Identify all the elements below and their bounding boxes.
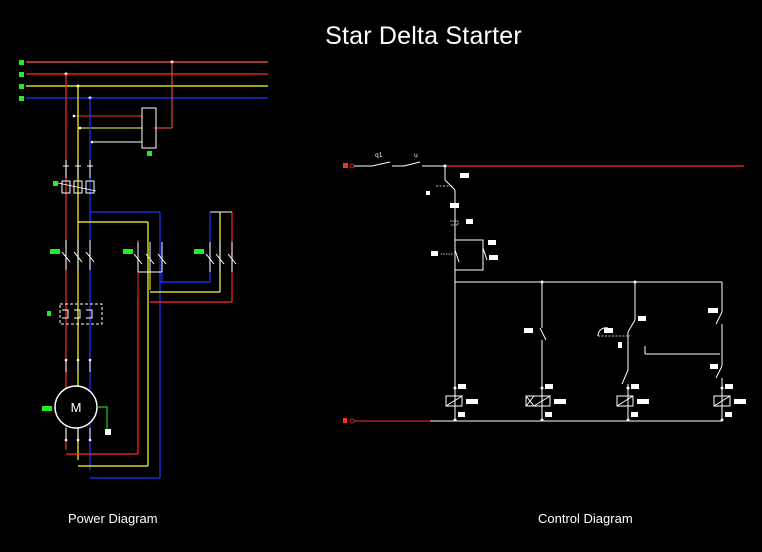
power-diagram-caption: Power Diagram	[68, 511, 158, 526]
fuse-icon	[53, 180, 97, 194]
control-diagram: q1 u	[343, 152, 746, 424]
motor-icon: M	[42, 385, 111, 435]
terminal-l2	[19, 84, 24, 89]
control-branch-2	[524, 282, 547, 420]
page-title: Star Delta Starter	[325, 22, 522, 50]
control-diagram-caption: Control Diagram	[538, 511, 633, 526]
control-branch-main	[426, 166, 498, 420]
contactor-main	[50, 240, 95, 270]
label-q1: q1	[375, 152, 383, 159]
control-supply-block	[72, 62, 173, 156]
overload-relay	[47, 303, 103, 325]
control-bottom-rail	[343, 418, 722, 424]
control-branch-3	[597, 282, 720, 420]
terminal-n	[19, 60, 24, 65]
earth-terminal	[105, 429, 111, 435]
supply-bus	[19, 60, 268, 101]
control-transformer	[141, 107, 157, 149]
contactor-coil-icon	[445, 384, 746, 422]
control-top-rail: q1 u	[343, 152, 744, 169]
terminal-l3	[19, 96, 24, 101]
control-branch-4	[708, 282, 723, 420]
contactor-star	[123, 242, 167, 273]
label-u: u	[414, 152, 418, 159]
motor-connections	[64, 358, 92, 442]
power-diagram: M	[19, 60, 268, 479]
star-delta-routing	[66, 211, 233, 479]
terminal-l1	[19, 72, 24, 77]
motor-label: M	[71, 400, 82, 415]
contactor-delta	[194, 242, 237, 272]
switch-contact-icon	[371, 161, 391, 167]
earth-wire	[97, 406, 108, 429]
